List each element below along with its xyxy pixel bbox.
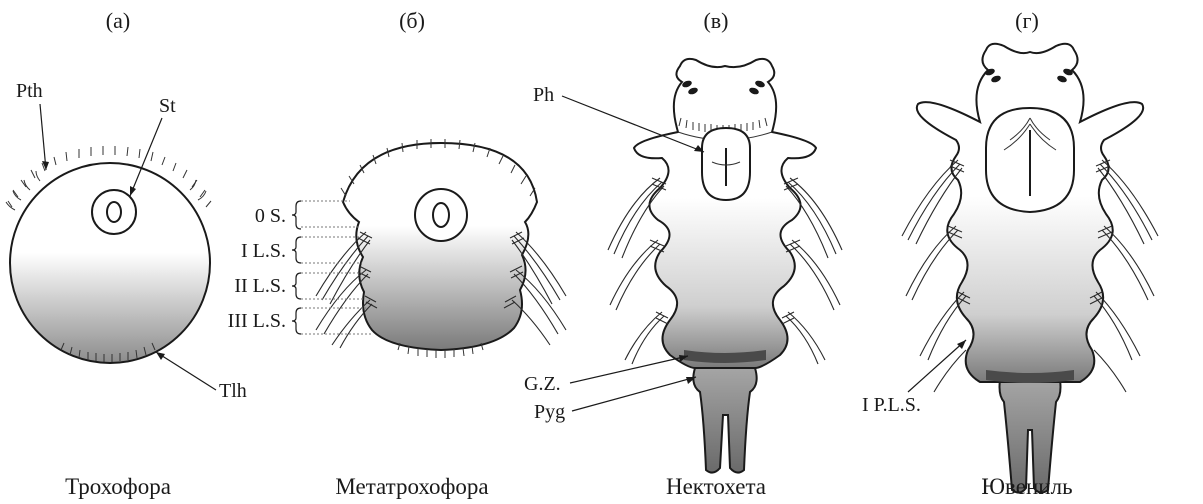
leader-gz (570, 356, 688, 383)
bracket-1ls (292, 237, 301, 263)
meta-stomodaeum-inner (433, 203, 449, 227)
label-tlh: Tlh (219, 380, 247, 402)
label-ipls: I P.L.S. (862, 394, 921, 416)
nectochaete-pygidium (693, 368, 756, 473)
label-seg1: I L.S. (241, 240, 286, 262)
metatrochophore-body (343, 143, 537, 350)
label-seg3: III L.S. (228, 310, 286, 332)
bracket-0s (292, 201, 301, 229)
label-seg0: 0 S. (255, 205, 286, 227)
label-seg2: II L.S. (234, 275, 286, 297)
panel-letter-g: (г) (1015, 8, 1039, 33)
stage-name-metatrochophore: Метатрохофора (335, 474, 488, 499)
panel-letter-b: (б) (399, 8, 425, 33)
label-pth: Pth (16, 80, 43, 102)
label-gz: G.Z. (524, 373, 561, 395)
bracket-3ls (292, 308, 301, 334)
stage-name-trochophore: Трохофора (65, 474, 171, 499)
arrow-tlh (156, 352, 165, 360)
label-pyg: Pyg (534, 401, 565, 423)
nectochaete-figure (608, 59, 842, 473)
stomodaeum-inner (107, 202, 121, 222)
leader-tlh (156, 352, 216, 390)
leader-pyg (572, 377, 696, 411)
label-st: St (159, 95, 176, 117)
leader-ipls (908, 340, 966, 392)
trochophore-figure (6, 146, 211, 363)
panel-letter-v: (в) (703, 8, 728, 33)
bracket-2ls (292, 273, 301, 299)
label-ph: Ph (533, 84, 554, 106)
leader-pth (40, 104, 46, 170)
panel-letter-a: (а) (106, 8, 130, 33)
stage-name-nectochaete: Нектохета (666, 474, 766, 499)
juvenile-figure (902, 44, 1158, 493)
nectochaete-body (634, 59, 816, 368)
metatrochophore-figure (316, 139, 566, 358)
stage-name-juvenile: Ювениль (981, 474, 1072, 499)
